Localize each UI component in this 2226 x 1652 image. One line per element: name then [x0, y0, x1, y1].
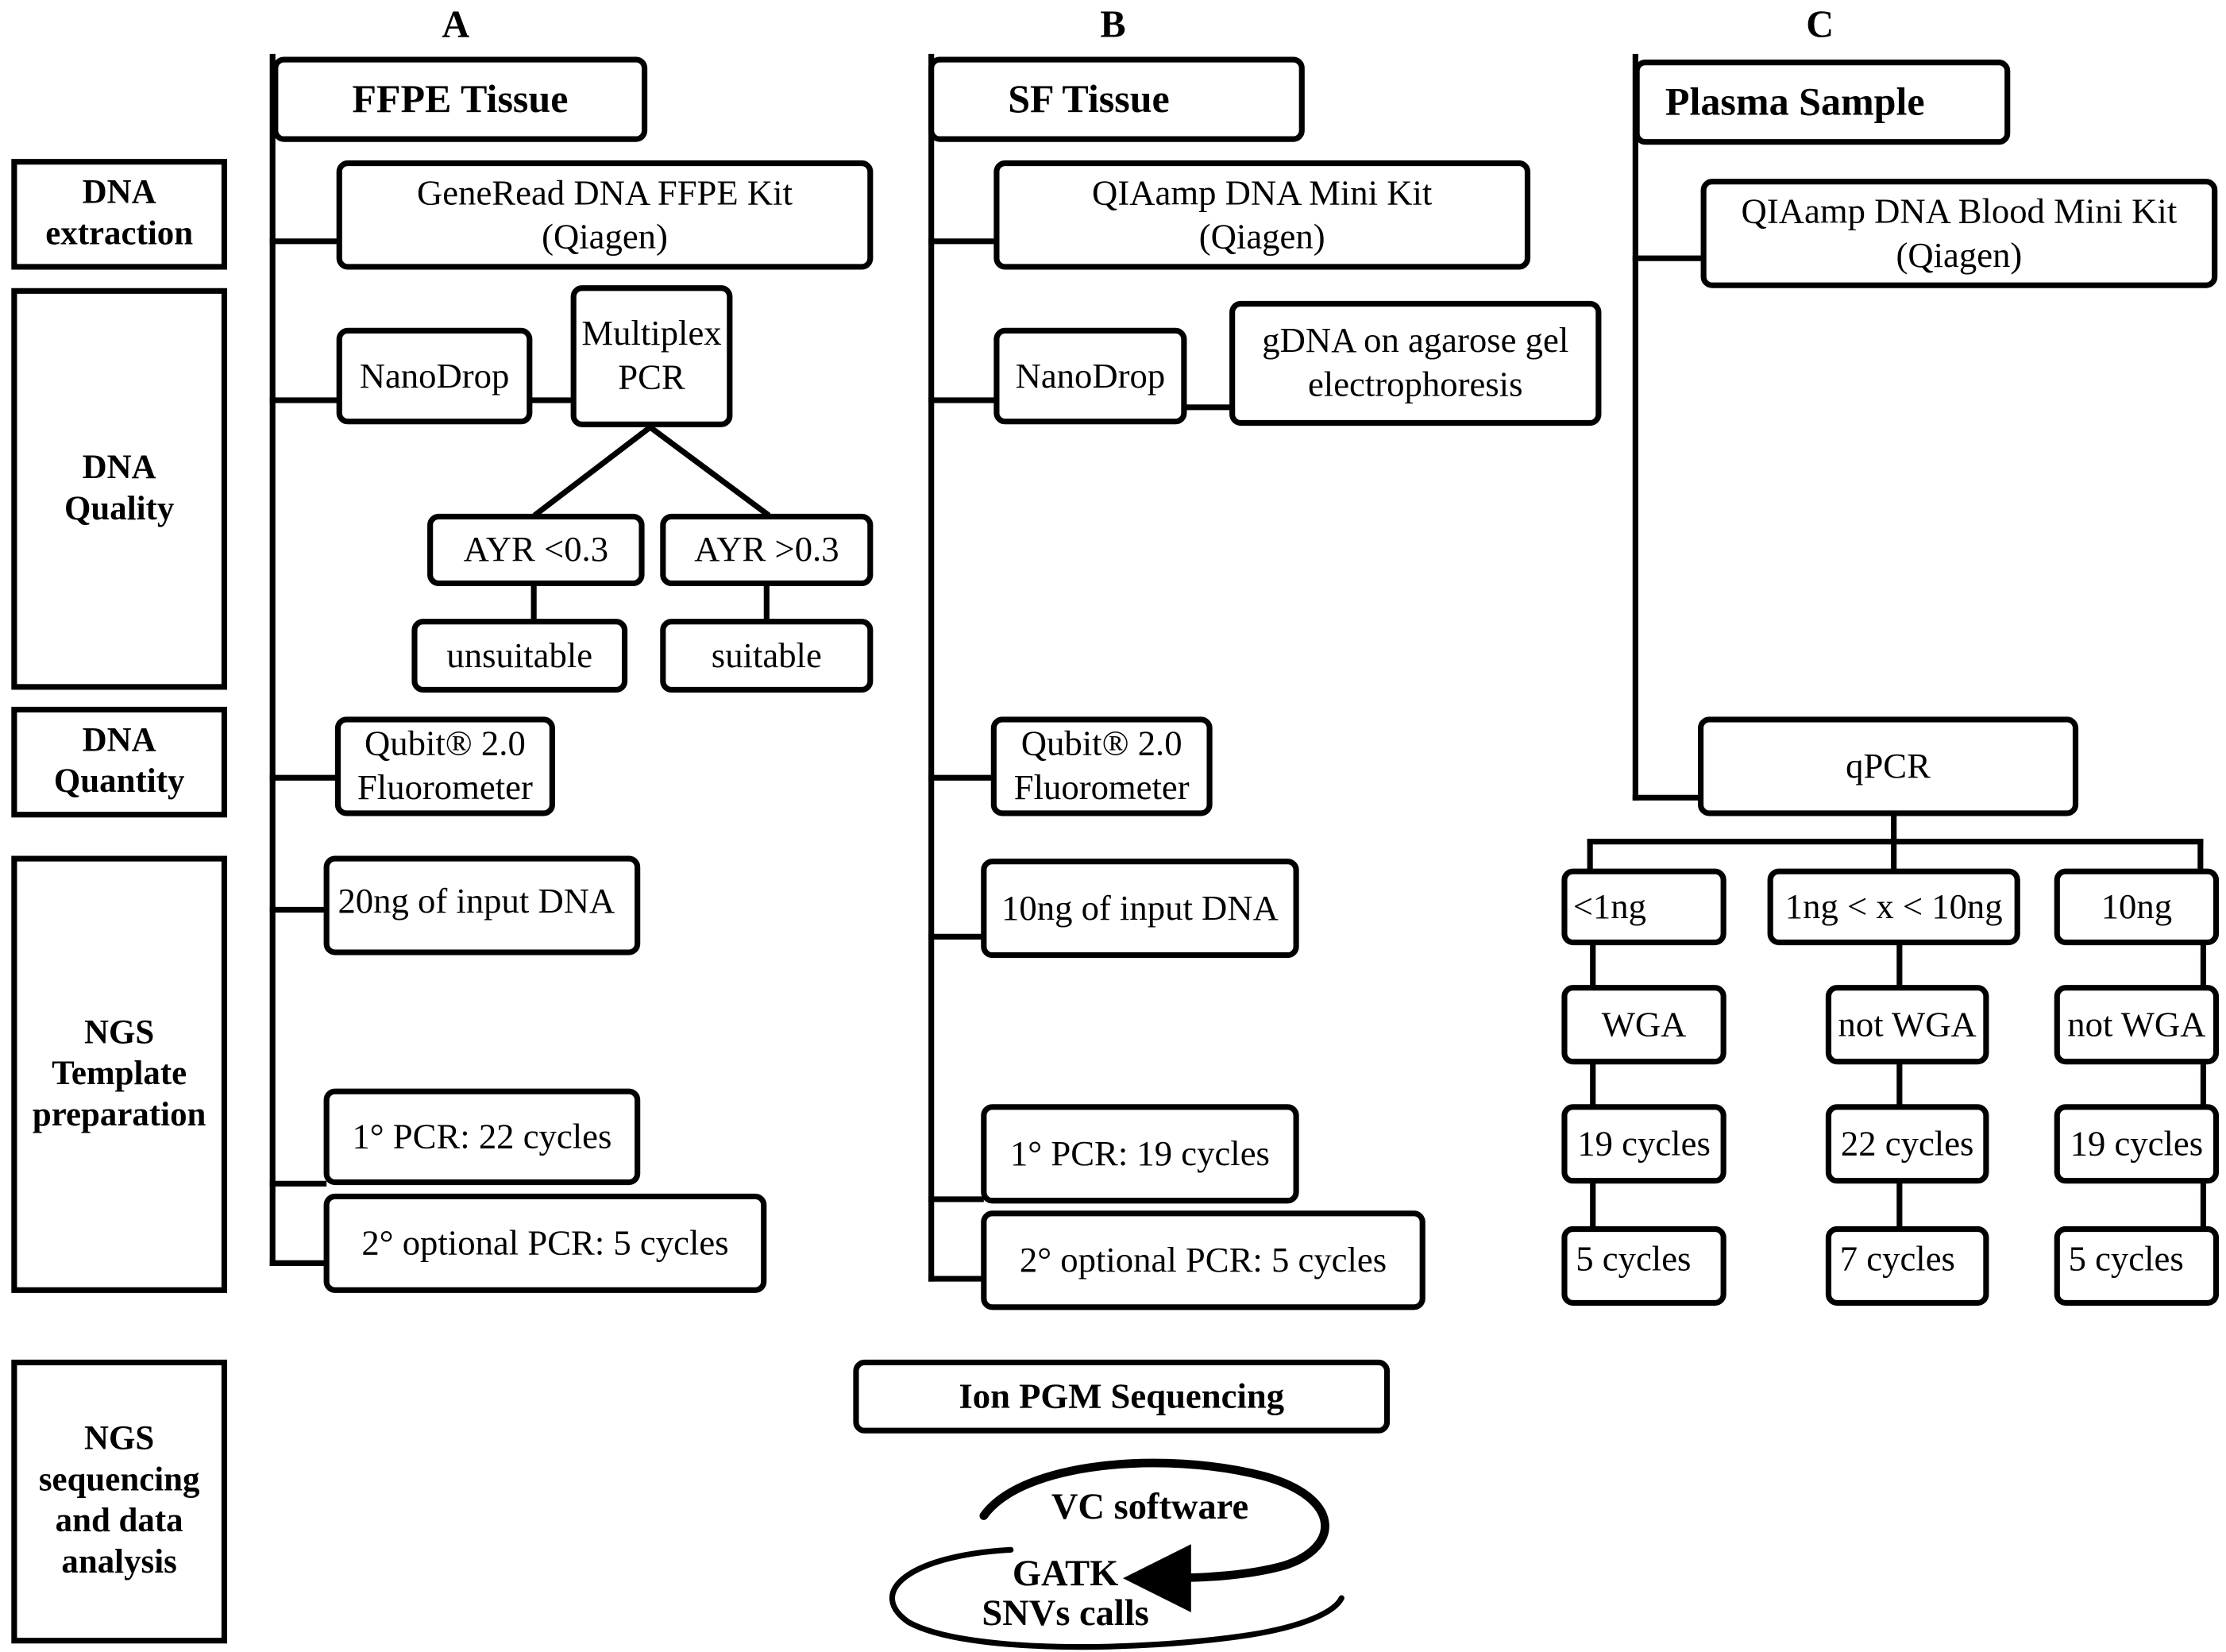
plasma-pcr1-branch-1: 19 cycles: [1561, 1104, 1726, 1184]
sample-header-sf: SF Tissue: [928, 56, 1305, 142]
ffpe-ayr-high: AYR >0.3: [660, 513, 874, 587]
stage-label-analysis: NGS sequencing and data analysis: [11, 1359, 228, 1644]
ion-pgm-sequencing: Ion PGM Sequencing: [853, 1359, 1391, 1434]
sf-extraction-kit: QIAamp DNA Mini Kit (Qiagen): [993, 160, 1531, 270]
loop-arrow-bottom: [889, 1546, 1344, 1650]
plasma-wga-branch-3: not WGA: [2054, 985, 2220, 1065]
ffpe-unsuitable: unsuitable: [411, 619, 628, 693]
ffpe-multiplex-pcr: Multiplex PCR: [570, 285, 733, 427]
sample-header-ffpe: FFPE Tissue: [272, 56, 648, 142]
vc-software-label: VC software: [1051, 1485, 1249, 1527]
ffpe-nanodrop: NanoDrop: [336, 327, 533, 425]
ffpe-suitable: suitable: [660, 619, 874, 693]
sample-header-plasma: Plasma Sample: [1634, 60, 2011, 145]
stage-label-extraction: DNA extraction: [11, 159, 228, 270]
loop-arrow-top: [979, 1458, 1329, 1612]
col-a-branch: [532, 423, 654, 518]
plasma-pcr2-branch-1: 5 cycles: [1561, 1225, 1726, 1306]
plasma-pcr1-branch-2: 22 cycles: [1825, 1104, 1989, 1184]
plasma-pcr2-branch-3: 5 cycles: [2054, 1225, 2220, 1306]
column-letter-c: C: [1806, 2, 1834, 46]
gatk-snv-calls-label: GATK SNVs calls: [982, 1552, 1149, 1634]
ffpe-qubit: Qubit® 2.0 Fluorometer: [334, 716, 555, 816]
stage-label-template: NGS Template preparation: [11, 855, 228, 1293]
ffpe-ayr-low: AYR <0.3: [427, 513, 645, 587]
plasma-pcr1-branch-3: 19 cycles: [2054, 1104, 2220, 1184]
plasma-amount-branch-2: 1ng < x < 10ng: [1767, 868, 2020, 946]
plasma-amount-branch-3: 10ng: [2054, 868, 2220, 946]
column-letter-b: B: [1100, 2, 1126, 46]
stage-label-quantity: DNA Quantity: [11, 706, 228, 818]
sf-pcr-1: 1° PCR: 19 cycles: [981, 1104, 1299, 1204]
ffpe-extraction-kit: GeneRead DNA FFPE Kit (Qiagen): [336, 160, 874, 270]
sf-nanodrop: NanoDrop: [993, 327, 1187, 425]
sf-qubit: Qubit® 2.0 Fluorometer: [990, 716, 1213, 816]
ffpe-input-dna: 20ng of input DNA: [323, 855, 641, 955]
sf-input-dna: 10ng of input DNA: [981, 859, 1299, 959]
column-letter-a: A: [442, 2, 470, 46]
plasma-wga-branch-2: not WGA: [1825, 985, 1989, 1065]
ffpe-pcr-2: 2° optional PCR: 5 cycles: [323, 1193, 767, 1293]
sf-gel-electrophoresis: gDNA on agarose gel electrophoresis: [1229, 300, 1602, 427]
plasma-extraction-kit: QIAamp DNA Blood Mini Kit (Qiagen): [1700, 179, 2218, 288]
col-a-branch: [646, 423, 771, 518]
ffpe-pcr-1: 1° PCR: 22 cycles: [323, 1088, 641, 1186]
sf-pcr-2: 2° optional PCR: 5 cycles: [981, 1210, 1425, 1310]
plasma-qpcr: qPCR: [1698, 716, 2079, 816]
plasma-pcr2-branch-2: 7 cycles: [1825, 1225, 1989, 1306]
stage-label-quality: DNA Quality: [11, 288, 228, 690]
plasma-wga-branch-1: WGA: [1561, 985, 1726, 1065]
plasma-amount-branch-1: <1ng: [1561, 868, 1726, 946]
